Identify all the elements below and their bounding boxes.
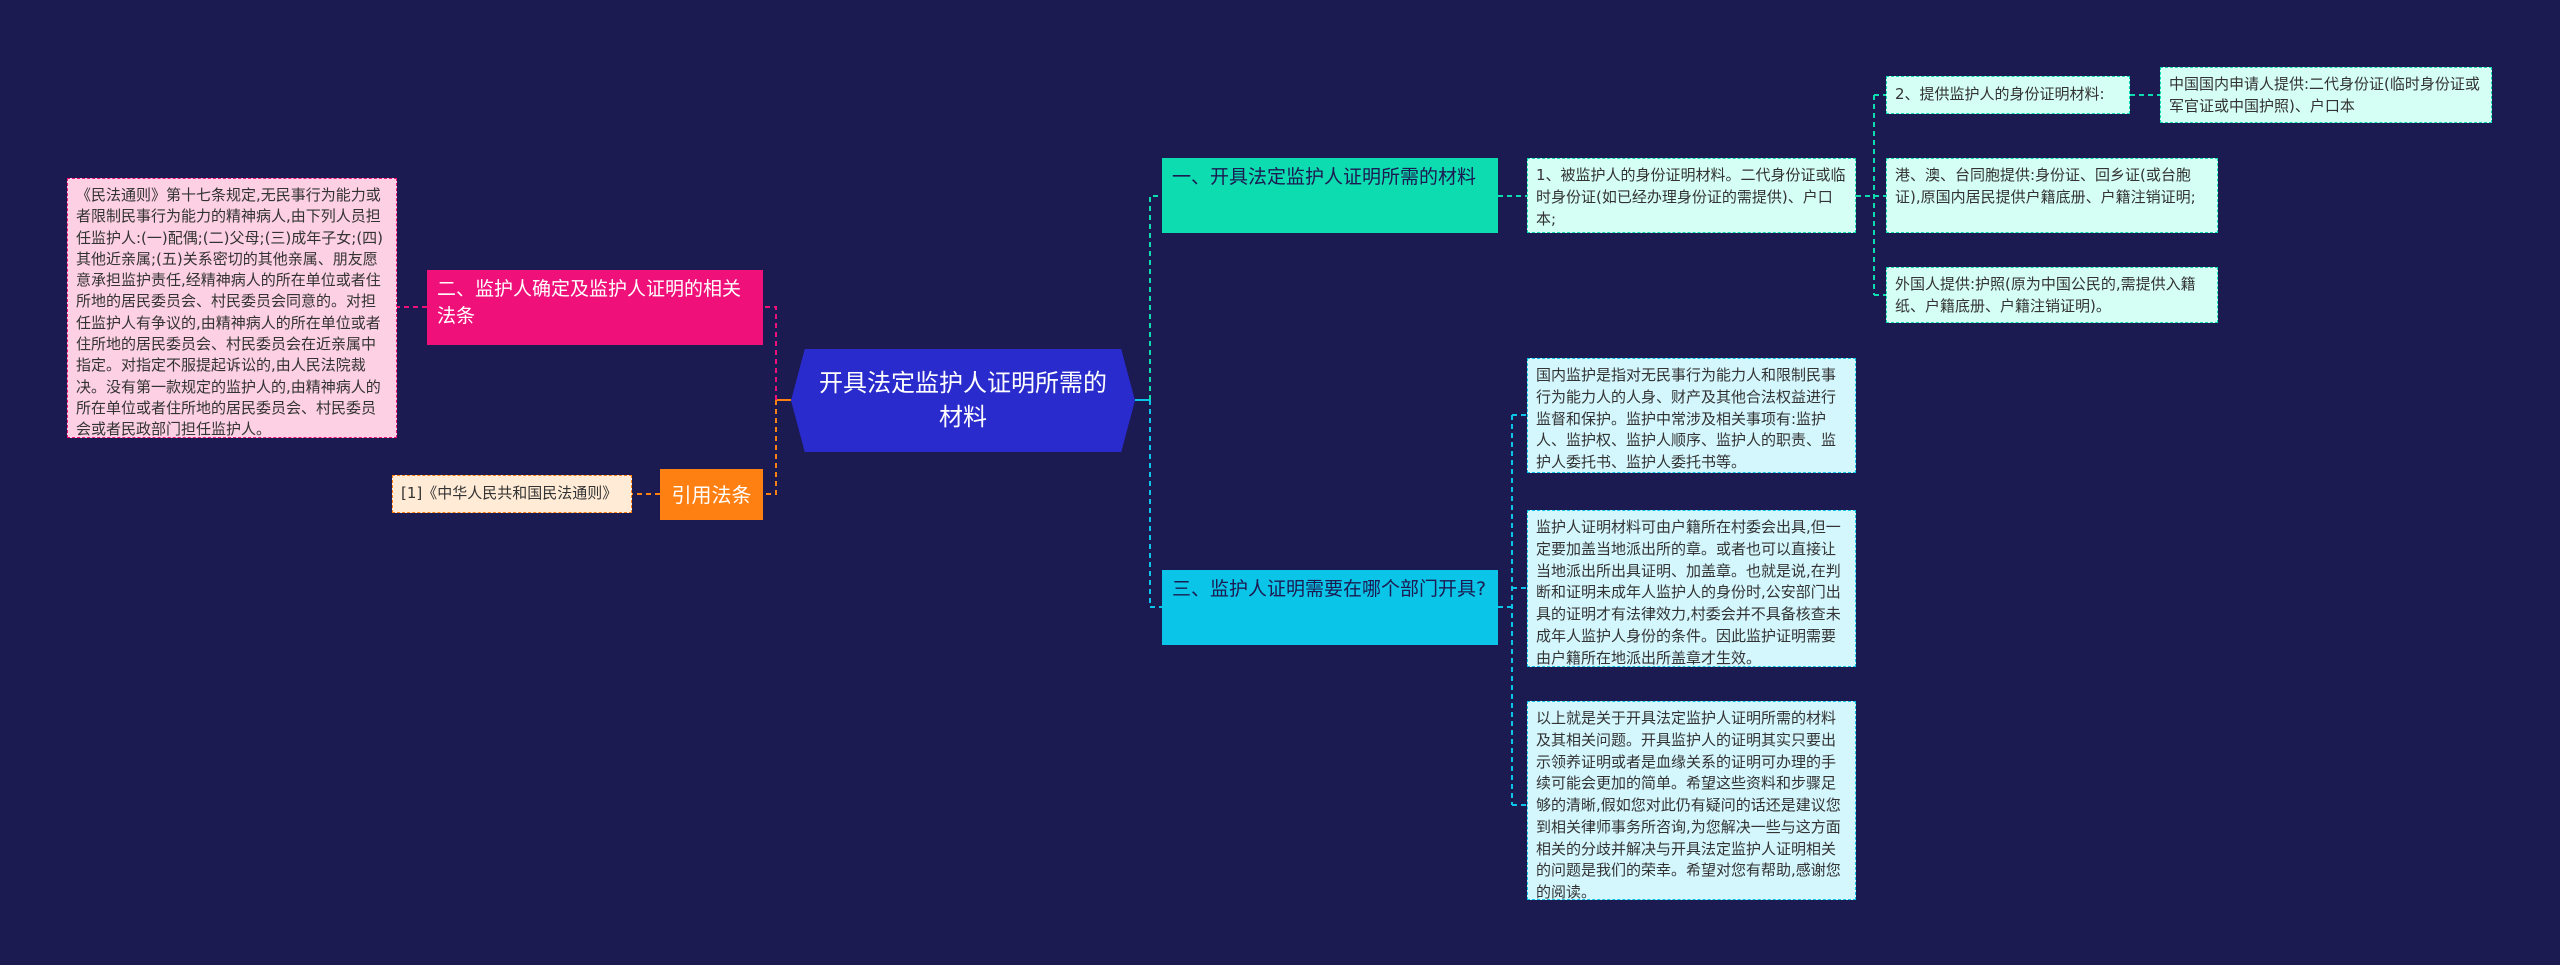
branch-required-materials[interactable]: 一、开具法定监护人证明所需的材料 <box>1162 158 1498 233</box>
leaf-guardianship-definition[interactable]: 国内监护是指对无民事行为能力人和限制民事行为能力人的人身、财产及其他合法权益进行… <box>1527 358 1856 473</box>
leaf-foreigner[interactable]: 外国人提供:护照(原为中国公民的,需提供入籍纸、户籍底册、户籍注销证明)。 <box>1886 267 2218 323</box>
leaf-mainland-applicant[interactable]: 中国国内申请人提供:二代身份证(临时身份证或军官证或中国护照)、户口本 <box>2160 67 2492 123</box>
leaf-village-committee[interactable]: 监护人证明材料可由户籍所在村委会出具,但一定要加盖当地派出所的章。或者也可以直接… <box>1527 510 1856 667</box>
leaf-civil-law-article[interactable]: 《民法通则》第十七条规定,无民事行为能力或者限制民事行为能力的精神病人,由下列人… <box>67 178 397 438</box>
leaf-guardian-identity[interactable]: 2、提供监护人的身份证明材料: <box>1886 76 2130 114</box>
branch-issuing-department[interactable]: 三、监护人证明需要在哪个部门开具? <box>1162 570 1498 645</box>
root-topic[interactable]: 开具法定监护人证明所需的材料 <box>791 349 1135 452</box>
leaf-law-reference[interactable]: [1]《中华人民共和国民法通则》 <box>392 475 632 513</box>
leaf-summary[interactable]: 以上就是关于开具法定监护人证明所需的材料及其相关问题。开具监护人的证明其实只要出… <box>1527 701 1856 901</box>
leaf-hk-macau-taiwan[interactable]: 港、澳、台同胞提供:身份证、回乡证(或台胞证),原国内居民提供户籍底册、户籍注销… <box>1886 158 2218 233</box>
branch-related-laws[interactable]: 二、监护人确定及监护人证明的相关法条 <box>427 270 763 345</box>
leaf-ward-identity[interactable]: 1、被监护人的身份证明材料。二代身份证或临时身份证(如已经办理身份证的需提供)、… <box>1527 158 1856 233</box>
branch-cited-law[interactable]: 引用法条 <box>660 469 763 520</box>
